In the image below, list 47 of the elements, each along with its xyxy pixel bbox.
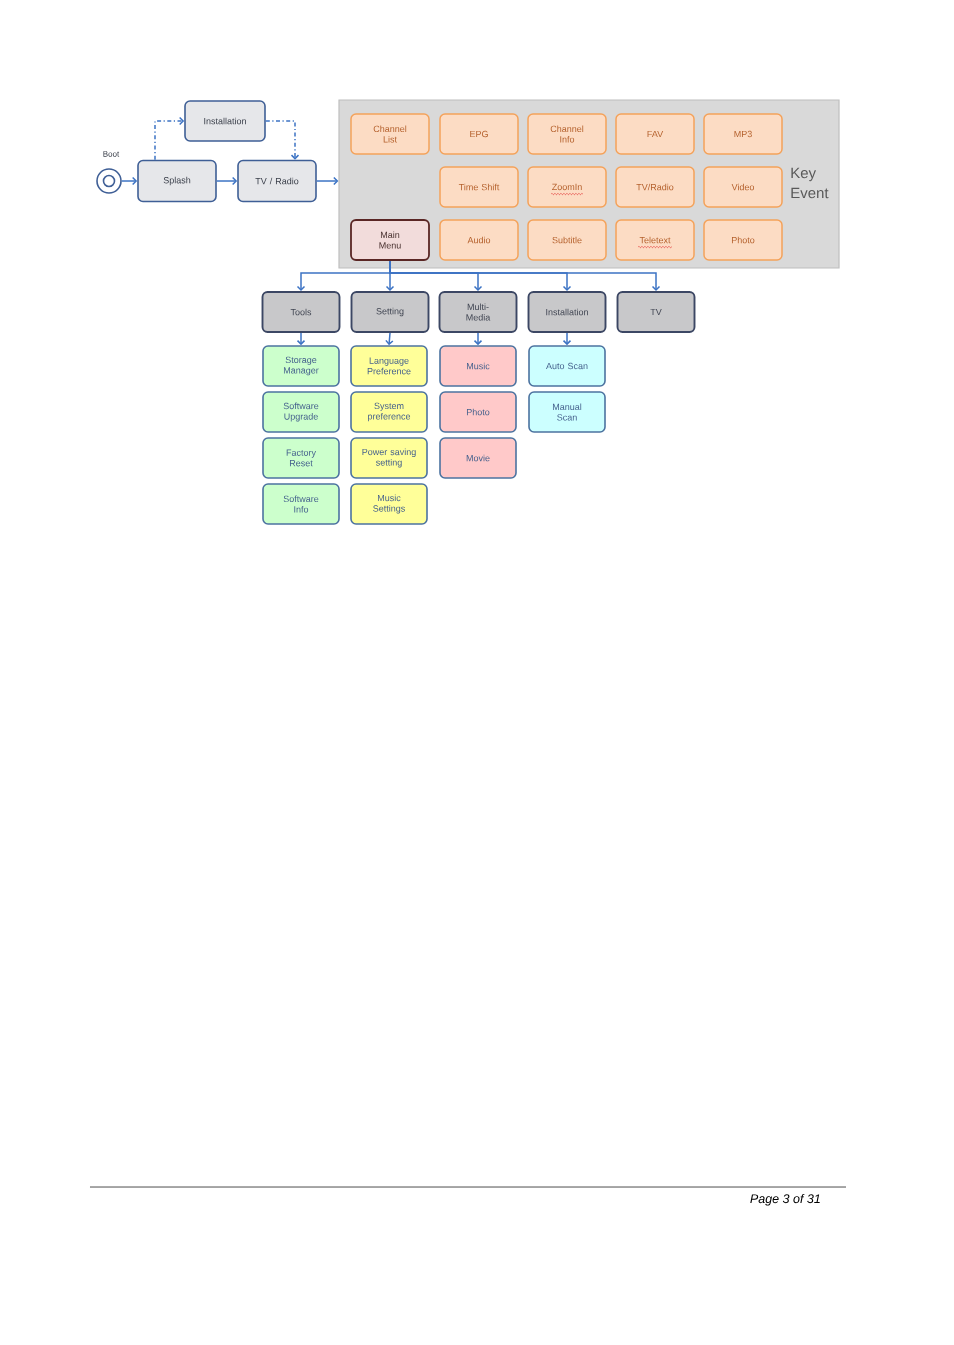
key-box: Audio xyxy=(439,219,519,261)
menu-box: Setting xyxy=(350,291,430,333)
arrow xyxy=(296,332,306,346)
submenu-box: Storage Manager xyxy=(262,345,340,387)
arrow xyxy=(473,332,483,346)
submenu-box: Software Upgrade xyxy=(262,391,340,433)
process-box: TV / Radio xyxy=(237,159,317,203)
submenu-box: Factory Reset xyxy=(262,437,340,479)
arrow xyxy=(389,260,661,292)
submenu-box: Movie xyxy=(439,437,517,479)
menu-box: Main Menu xyxy=(350,219,430,261)
submenu-box: Auto Scan xyxy=(528,345,606,387)
key-box: Time Shift xyxy=(439,166,519,208)
submenu-box: Software Info xyxy=(262,483,340,525)
submenu-box: Music xyxy=(439,345,517,387)
key-box: Photo xyxy=(703,219,783,261)
menu-box: Multi-Media xyxy=(438,291,518,333)
page-number: Page 3 of 31 xyxy=(750,1193,820,1206)
key-box: Channel Info xyxy=(527,113,607,155)
arrow xyxy=(562,332,572,346)
dashed-arrow xyxy=(154,116,185,161)
key-box: ZoomIn xyxy=(527,166,607,208)
menu-box: Tools xyxy=(261,291,341,333)
arrow xyxy=(216,176,238,186)
arrow xyxy=(385,332,394,346)
submenu-box: Language Preference xyxy=(350,345,428,387)
arrow xyxy=(316,176,339,186)
node-caption: Boot xyxy=(103,151,120,157)
process-box: Splash xyxy=(137,159,217,203)
key-box: TV/Radio xyxy=(615,166,695,208)
key-box: Channel List xyxy=(350,113,430,155)
menu-box: TV xyxy=(616,291,696,333)
process-box: Installation xyxy=(184,100,266,142)
dashed-arrow xyxy=(265,120,300,160)
key-box: FAV xyxy=(615,113,695,155)
submenu-box: Manual Scan xyxy=(528,391,606,433)
arrow xyxy=(121,176,138,186)
menu-box: Installation xyxy=(527,291,607,333)
submenu-box: Power saving setting xyxy=(350,437,428,479)
key-box: MP3 xyxy=(703,113,783,155)
key-box: Teletext xyxy=(615,219,695,261)
submenu-box: System preference xyxy=(350,391,428,433)
key-box: Video xyxy=(703,166,783,208)
submenu-box: Music Settings xyxy=(350,483,428,525)
submenu-box: Photo xyxy=(439,391,517,433)
key-box: EPG xyxy=(439,113,519,155)
key-box: Subtitle xyxy=(527,219,607,261)
